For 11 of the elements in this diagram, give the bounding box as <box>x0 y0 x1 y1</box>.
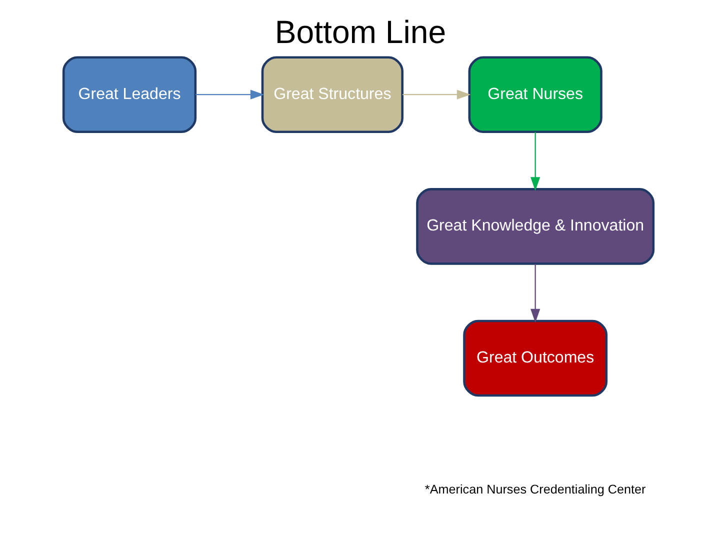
diagram-title: Bottom Line <box>274 14 446 50</box>
arrow <box>530 132 540 191</box>
node-box: Great Knowledge & Innovation <box>416 188 654 265</box>
node-box: Great Nurses <box>468 56 602 133</box>
label: *American Nurses Credentialing Center <box>424 482 646 496</box>
arrow <box>195 90 264 100</box>
arrow <box>402 90 470 100</box>
arrow <box>530 264 540 323</box>
node-box: Great Outcomes <box>462 320 608 397</box>
node-box: Great Leaders <box>62 56 196 133</box>
node-box: Great Structures <box>260 56 403 133</box>
